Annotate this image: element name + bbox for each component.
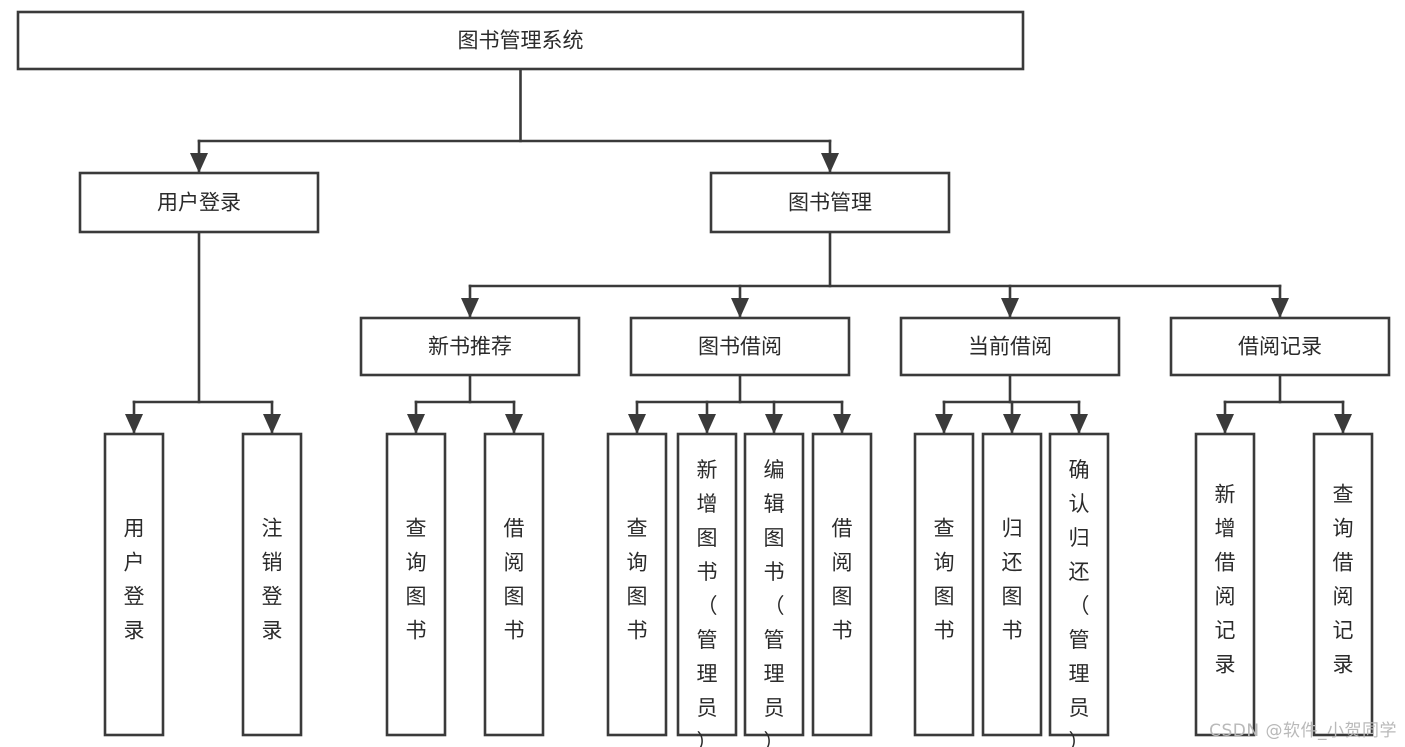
- node-label: 新增借阅记录: [1215, 483, 1236, 677]
- node-leaf-return-book[interactable]: 归还图书: [981, 432, 1043, 737]
- arrow-head: [731, 298, 749, 318]
- arrow-head: [1216, 414, 1234, 434]
- node-leaf-borrow-book-1[interactable]: 借阅图书: [483, 432, 545, 737]
- node-label: 查询借阅记录: [1333, 483, 1354, 677]
- node-box: [1169, 316, 1391, 377]
- node-label: 编辑图书（管理员）: [764, 458, 785, 747]
- node-box: [606, 432, 668, 737]
- node-box: [1048, 432, 1110, 737]
- arrow-head: [1003, 414, 1021, 434]
- arrow-head: [407, 414, 425, 434]
- node-leaf-user-login[interactable]: 用户登录: [103, 432, 165, 737]
- node-leaf-query-book-1[interactable]: 查询图书: [385, 432, 447, 737]
- node-label: 图书管理系统: [458, 29, 584, 53]
- arrow-head: [1334, 414, 1352, 434]
- arrow-head: [1001, 298, 1019, 318]
- node-leaf-borrow-book-2[interactable]: 借阅图书: [811, 432, 873, 737]
- arrow-head: [263, 414, 281, 434]
- node-label: 新增图书（管理员）: [697, 458, 718, 747]
- arrow-head: [1070, 414, 1088, 434]
- node-leaf-query-record[interactable]: 查询借阅记录: [1312, 432, 1374, 737]
- node-label: 当前借阅: [968, 335, 1052, 359]
- node-leaf-add-book[interactable]: 新增图书（管理员）: [676, 432, 738, 747]
- arrow-head: [821, 153, 839, 173]
- node-label: 归还图书: [1002, 517, 1023, 643]
- node-leaf-edit-book[interactable]: 编辑图书（管理员）: [743, 432, 805, 747]
- node-box: [483, 432, 545, 737]
- arrow-head: [935, 414, 953, 434]
- arrow-head: [1271, 298, 1289, 318]
- arrow-head: [833, 414, 851, 434]
- node-box: [16, 10, 1025, 71]
- node-label: 图书管理: [788, 191, 872, 215]
- node-label: 确认归还（管理员）: [1069, 458, 1090, 747]
- arrow-head: [461, 298, 479, 318]
- node-label: 借阅记录: [1238, 335, 1322, 359]
- arrow-head: [765, 414, 783, 434]
- node-label: 图书借阅: [698, 335, 782, 359]
- arrow-head: [628, 414, 646, 434]
- node-leaf-query-book-3[interactable]: 查询图书: [913, 432, 975, 737]
- arrow-head: [505, 414, 523, 434]
- node-box: [899, 316, 1121, 377]
- node-label: 查询图书: [934, 517, 955, 643]
- node-borrow-record[interactable]: 借阅记录: [1169, 316, 1391, 377]
- connector-layer: [125, 67, 1352, 436]
- node-box: [981, 432, 1043, 737]
- node-box: [241, 432, 303, 737]
- arrow-head: [698, 414, 716, 434]
- node-box: [359, 316, 581, 377]
- node-label: 注销登录: [262, 517, 283, 643]
- node-box: [103, 432, 165, 737]
- node-box: [1194, 432, 1256, 737]
- node-label: 用户登录: [124, 517, 145, 643]
- node-box: [913, 432, 975, 737]
- arrow-head: [125, 414, 143, 434]
- node-book-manage[interactable]: 图书管理: [709, 171, 951, 234]
- node-box: [78, 171, 320, 234]
- node-label: 借阅图书: [504, 517, 525, 643]
- node-leaf-confirm-return[interactable]: 确认归还（管理员）: [1048, 432, 1110, 747]
- node-box: [1312, 432, 1374, 737]
- watermark-text: CSDN @软件_小贺同学: [1209, 721, 1397, 741]
- node-current-borrow[interactable]: 当前借阅: [899, 316, 1121, 377]
- node-new-book-recommend[interactable]: 新书推荐: [359, 316, 581, 377]
- node-box: [743, 432, 805, 737]
- node-root-system[interactable]: 图书管理系统: [16, 10, 1025, 71]
- node-label: 查询图书: [627, 517, 648, 643]
- node-label: 查询图书: [406, 517, 427, 643]
- node-leaf-logout[interactable]: 注销登录: [241, 432, 303, 737]
- node-box: [629, 316, 851, 377]
- node-box: [709, 171, 951, 234]
- node-box: [811, 432, 873, 737]
- node-leaf-add-record[interactable]: 新增借阅记录: [1194, 432, 1256, 737]
- arrow-head: [190, 153, 208, 173]
- node-user-login[interactable]: 用户登录: [78, 171, 320, 234]
- node-label: 新书推荐: [428, 335, 512, 359]
- node-box: [676, 432, 738, 737]
- node-label: 借阅图书: [832, 517, 853, 643]
- node-box: [385, 432, 447, 737]
- node-layer: 图书管理系统用户登录图书管理新书推荐图书借阅当前借阅借阅记录用户登录注销登录查询…: [16, 10, 1391, 747]
- node-label: 用户登录: [157, 191, 241, 215]
- node-leaf-query-book-2[interactable]: 查询图书: [606, 432, 668, 737]
- node-book-borrow[interactable]: 图书借阅: [629, 316, 851, 377]
